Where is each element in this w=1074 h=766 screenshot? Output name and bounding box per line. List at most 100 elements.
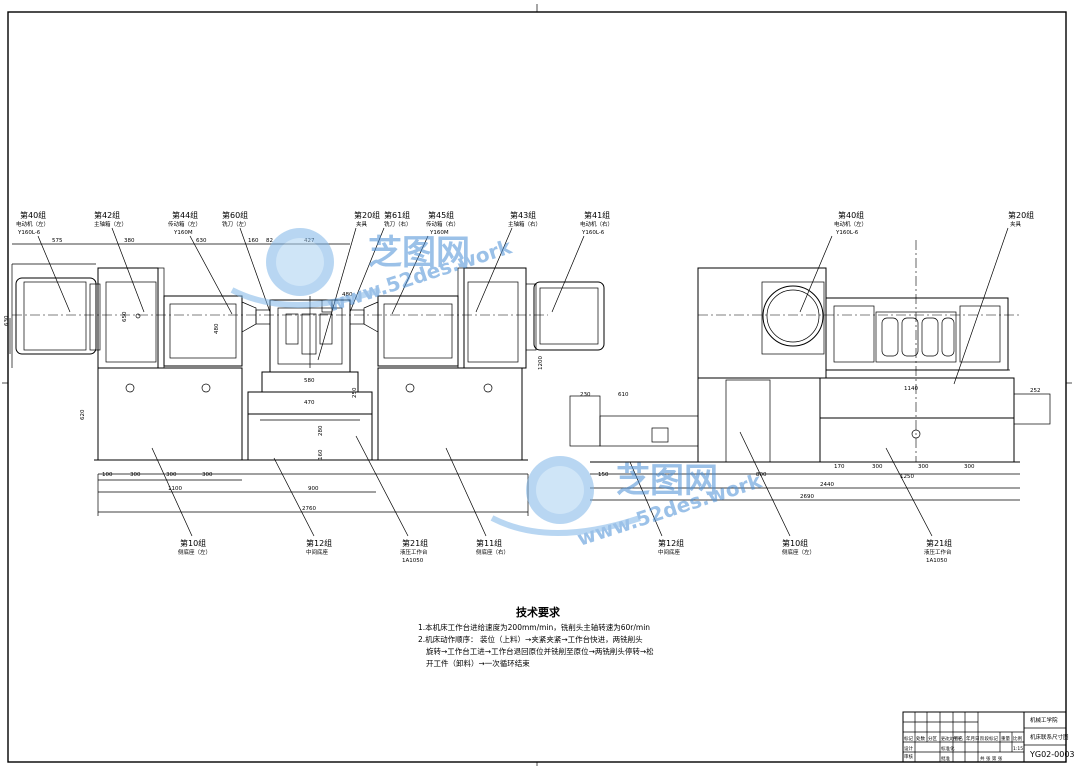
watermark-upper: 芝图网 www.52des.work — [230, 228, 515, 317]
svg-text:第45组: 第45组 — [428, 210, 454, 220]
side-worktable — [697, 377, 1051, 463]
callout-transmission-right: 第45组 传动箱（右） Y160M — [391, 210, 459, 315]
svg-text:中间底座: 中间底座 — [658, 548, 681, 556]
svg-text:铣刀（左）: 铣刀（左） — [222, 220, 250, 228]
right-spindle-box — [457, 267, 527, 369]
svg-text:传动箱（右）: 传动箱（右） — [426, 220, 459, 228]
right-machine-view — [569, 240, 1051, 475]
notes-line-3: 旋转→工作台工进→工作台退回原位并铣削至原位→两铣削头停转→松 — [426, 646, 654, 656]
drawing-frame — [2, 4, 1072, 766]
watermark-lower: 芝图网 www.52des.work — [490, 456, 765, 551]
tb-drawing-no: YG02-0003 — [1029, 750, 1074, 759]
callout-side-base-middle: 第12组 中间底座 — [629, 461, 684, 556]
dim-610: 610 — [618, 392, 629, 398]
dim-160: 160 — [248, 238, 259, 244]
left-machine-view — [11, 263, 605, 475]
svg-text:Y160L-6: Y160L-6 — [17, 230, 41, 236]
svg-text:第60组: 第60组 — [222, 210, 248, 220]
dim-2760: 2760 — [302, 506, 316, 512]
svg-text:第21组: 第21组 — [402, 538, 428, 548]
watermark-brand-lower: 芝图网 — [616, 461, 718, 501]
svg-text:侧底座（左）: 侧底座（左） — [178, 548, 211, 556]
technical-requirements: 技术要求 1.本机床工作台进给速度为200mm/min，铣削头主轴转速为60r/… — [418, 605, 654, 668]
dim-580: 580 — [304, 378, 315, 384]
svg-text:共 张 第 张: 共 张 第 张 — [980, 755, 1003, 762]
tb-school: 机械工学院 — [1030, 716, 1058, 724]
dim-230: 230 — [580, 392, 591, 398]
dim-630: 630 — [196, 238, 207, 244]
callout-motor-right: 第41组 电动机（右） Y160L-6 — [551, 210, 613, 313]
svg-text:更改文件号: 更改文件号 — [941, 735, 961, 741]
svg-text:电动机（左）: 电动机（左） — [834, 220, 867, 228]
callouts-top: 第40组 电动机（左） Y160L-6 第42组 主轴箱（左） 第44组 传动箱… — [16, 210, 1034, 385]
dim-250: 250 — [352, 387, 358, 398]
svg-text:铣刀（右）: 铣刀（右） — [384, 220, 412, 228]
dim-1200: 1200 — [538, 356, 544, 370]
dim-280: 280 — [318, 425, 324, 436]
notes-line-1: 1.本机床工作台进给速度为200mm/min，铣削头主轴转速为60r/min — [418, 622, 650, 632]
dim-300f: 300 — [964, 464, 975, 470]
dim-900: 900 — [308, 486, 319, 492]
dim-252: 252 — [1030, 388, 1041, 394]
right-transmission-box — [349, 295, 459, 367]
dim-380: 380 — [124, 238, 135, 244]
dim-470: 470 — [304, 400, 315, 406]
svg-text:电动机（右）: 电动机（右） — [580, 220, 613, 228]
dim-300b: 300 — [166, 472, 177, 478]
callouts-bottom: 第10组 侧底座（左） 第12组 中间底座 第21组 液压工作台 1A1050 … — [151, 431, 952, 564]
svg-text:传动箱（左）: 传动箱（左） — [168, 220, 201, 228]
callout-side-motor: 第40组 电动机（左） Y160L-6 — [799, 210, 867, 313]
dim-480: 480 — [342, 292, 353, 298]
dim-620: 620 — [80, 409, 86, 420]
svg-text:第12组: 第12组 — [658, 538, 684, 548]
dim-300d: 300 — [872, 464, 883, 470]
svg-text:第40组: 第40组 — [838, 210, 864, 220]
svg-text:Y160L-6: Y160L-6 — [835, 230, 859, 236]
svg-text:第61组: 第61组 — [384, 210, 410, 220]
svg-text:主轴箱（左）: 主轴箱（左） — [94, 220, 127, 228]
dim-1140: 1140 — [904, 386, 918, 392]
dim-150: 150 — [598, 472, 609, 478]
callout-side-worktable: 第21组 液压工作台 1A1050 — [885, 447, 952, 564]
svg-text:第21组: 第21组 — [926, 538, 952, 548]
svg-text:第10组: 第10组 — [180, 538, 206, 548]
svg-text:1:15: 1:15 — [1013, 746, 1023, 752]
callout-transmission-left: 第44组 传动箱（左） Y160M — [168, 210, 233, 315]
dim-300a: 300 — [130, 472, 141, 478]
svg-text:第41组: 第41组 — [584, 210, 610, 220]
svg-text:中间底座: 中间底座 — [306, 548, 329, 556]
dim-2690: 2690 — [800, 494, 814, 500]
callout-spindle-left: 第42组 主轴箱（左） — [94, 210, 145, 313]
callout-worktable-left: 第21组 液压工作台 1A1050 — [355, 435, 428, 564]
svg-text:第40组: 第40组 — [20, 210, 46, 220]
svg-text:年月日: 年月日 — [966, 735, 980, 742]
dim-650: 650 — [122, 311, 128, 322]
svg-text:审核: 审核 — [904, 753, 913, 760]
svg-text:第44组: 第44组 — [172, 210, 198, 220]
dim-480b: 480 — [214, 323, 220, 334]
left-transmission-box — [163, 295, 271, 367]
callout-motor-left: 第40组 电动机（左） Y160L-6 — [16, 210, 71, 313]
svg-text:签名: 签名 — [954, 735, 963, 742]
dim-160b: 160 — [318, 449, 324, 460]
svg-text:1A1050: 1A1050 — [402, 558, 424, 564]
callout-spindle-right: 第43组 主轴箱（右） — [475, 210, 541, 313]
callout-fixture-left: 第20组 夹具 — [317, 210, 380, 361]
notes-title: 技术要求 — [516, 605, 561, 619]
dim-2440: 2440 — [820, 482, 834, 488]
callout-base-left: 第10组 侧底座（左） — [151, 447, 211, 556]
title-block: 机械工学院 机床联系尺寸图 YG02-0003 标记 处数 分区 更改文件号 签… — [902, 711, 1074, 763]
svg-text:主轴箱（右）: 主轴箱（右） — [508, 220, 541, 228]
callout-base-middle: 第12组 中间底座 — [273, 457, 332, 556]
svg-text:夹具: 夹具 — [356, 220, 368, 228]
dim-300e: 300 — [918, 464, 929, 470]
svg-text:第20组: 第20组 — [1008, 210, 1034, 220]
dim-300c: 300 — [202, 472, 213, 478]
notes-line-2: 2.机床动作顺序： 装位（上料）→夹紧夹紧→工作台快进，两铣削头 — [418, 634, 643, 644]
svg-text:设计: 设计 — [904, 745, 913, 752]
right-motor — [525, 281, 605, 351]
svg-text:标记: 标记 — [904, 735, 913, 742]
callout-cutter-left: 第60组 铣刀（左） — [222, 210, 271, 313]
side-hydraulic-unit — [569, 395, 699, 447]
